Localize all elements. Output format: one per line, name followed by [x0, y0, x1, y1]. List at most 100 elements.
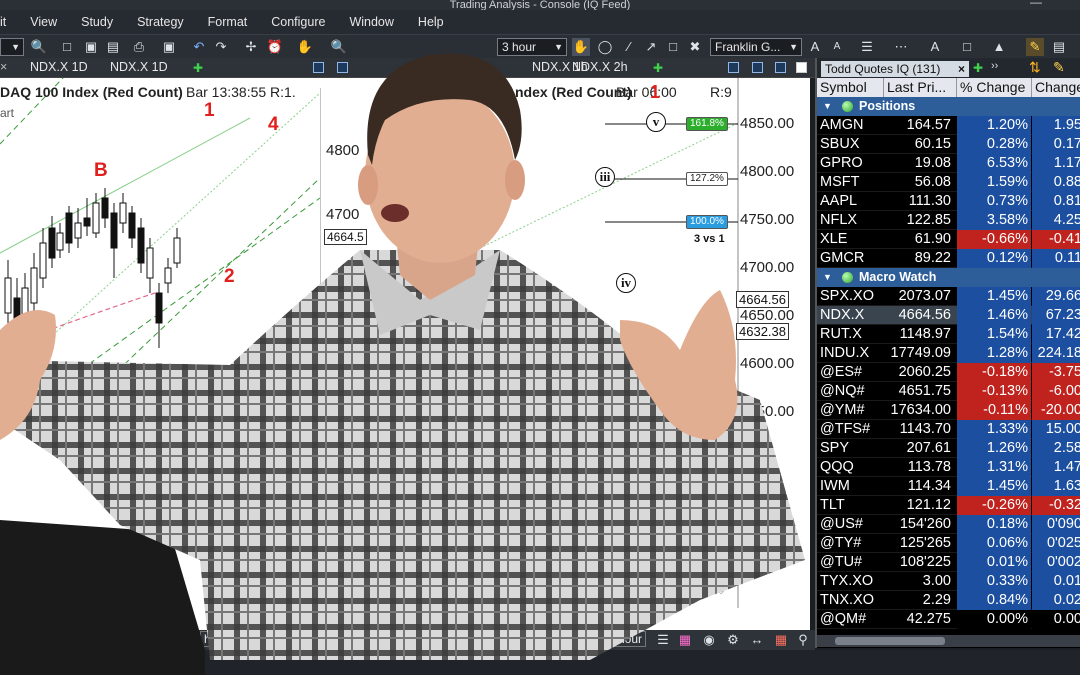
- ellipse-icon[interactable]: ◯: [597, 39, 613, 54]
- scroll-arrows-icon[interactable]: ⇧⇩: [706, 583, 727, 597]
- chart-ndx-hourly[interactable]: ndex (Red Count) Bar 06:00 R:9 1 v iii i…: [320, 78, 810, 630]
- crosshair-icon[interactable]: ✢: [245, 39, 257, 54]
- quote-group-0[interactable]: ▼Positions: [817, 97, 1080, 116]
- eye-icon[interactable]: ◉: [703, 632, 715, 647]
- menu-window[interactable]: Window: [349, 15, 394, 29]
- print-icon[interactable]: ⎙: [133, 39, 145, 54]
- font-grow-icon[interactable]: A: [810, 39, 820, 54]
- collapse-icon[interactable]: ▼: [823, 101, 832, 111]
- zoom-icon[interactable]: 🔍: [330, 39, 348, 54]
- tab-ndx-1d-b[interactable]: NDX.X 1D: [110, 60, 168, 74]
- settings-icon[interactable]: ⚙: [727, 632, 739, 647]
- font-shrink-icon[interactable]: A: [833, 41, 841, 52]
- menu-format[interactable]: Format: [207, 15, 248, 29]
- menu-view[interactable]: View: [30, 15, 58, 29]
- arrow-tool-icon[interactable]: ↗: [645, 39, 657, 54]
- window-icon-2[interactable]: [728, 62, 739, 73]
- chart-right-bar-size[interactable]: 1 hour: [604, 631, 647, 647]
- list-icon[interactable]: ☰: [657, 632, 669, 647]
- save-as-icon[interactable]: ▤: [106, 39, 120, 54]
- minimize-icon[interactable]: —: [1030, 0, 1042, 9]
- quotes-menu-icon[interactable]: ››: [991, 60, 999, 72]
- quotes-link-icon[interactable]: ✚: [973, 61, 984, 75]
- pan-icon[interactable]: ✋: [572, 38, 590, 56]
- chart-ndx-daily[interactable]: DAQ 100 Index (Red Count) Bar 13:38:55 R…: [0, 78, 320, 630]
- calendar-icon[interactable]: ▦: [774, 632, 788, 647]
- chart-left-bar-size[interactable]: hour: [200, 631, 233, 647]
- tab-ndx-2h[interactable]: NDX.X 2h: [572, 60, 628, 74]
- menu-configure[interactable]: Configure: [271, 15, 326, 29]
- menu-study[interactable]: Study: [81, 15, 114, 29]
- quote-row[interactable]: @NQ#4651.75-0.13%-6.00: [817, 382, 1080, 401]
- quote-row[interactable]: @ES#2060.25-0.18%-3.75: [817, 363, 1080, 382]
- tab-ndx-1h[interactable]: NDX.X 1h: [532, 60, 588, 74]
- col-header-change[interactable]: Change: [1032, 78, 1080, 97]
- line-weight-icon[interactable]: ☰: [861, 39, 873, 54]
- delete-icon[interactable]: ✖: [689, 39, 701, 54]
- quotes-refresh-icon[interactable]: ⇅: [1029, 59, 1041, 75]
- save-icon[interactable]: ▣: [84, 39, 98, 54]
- col-header-pct[interactable]: % Change: [957, 78, 1032, 97]
- quotes-close-icon[interactable]: ×: [957, 62, 965, 76]
- compare-icon[interactable]: ↔: [750, 632, 764, 647]
- window-icon[interactable]: [313, 62, 324, 73]
- menu-edit[interactable]: it: [0, 15, 7, 29]
- undo-icon[interactable]: ↶: [193, 39, 205, 54]
- quotes-scroll-thumb[interactable]: [835, 637, 945, 645]
- study-icon[interactable]: ▦: [678, 632, 692, 647]
- menu-strategy[interactable]: Strategy: [137, 15, 184, 29]
- link-icon[interactable]: ✚: [193, 61, 204, 75]
- alarm-icon[interactable]: ⏰: [266, 39, 284, 54]
- collapse-icon[interactable]: ▼: [823, 272, 832, 282]
- maximize-icon[interactable]: [796, 62, 807, 73]
- link-icon-2[interactable]: ✚: [653, 61, 664, 75]
- tab-close-icon[interactable]: ×: [0, 60, 8, 74]
- new-icon[interactable]: □: [63, 39, 71, 54]
- quote-group-1[interactable]: ▼Macro Watch: [817, 268, 1080, 287]
- tab-ndx-1d-a[interactable]: NDX.X 1D: [30, 60, 88, 74]
- quote-row[interactable]: @YM#17634.00-0.11%-20.00: [817, 401, 1080, 420]
- quotes-scrollbar[interactable]: [817, 635, 1080, 647]
- menu-help[interactable]: Help: [417, 15, 444, 29]
- fill-icon[interactable]: ▲: [992, 39, 1006, 54]
- bar-size-select[interactable]: 3 hour▼: [497, 38, 567, 56]
- zoom-fit-icon[interactable]: ⚲: [798, 632, 808, 647]
- quotes-edit-icon[interactable]: ✎: [1053, 59, 1065, 75]
- workspace-select[interactable]: ▼: [0, 38, 24, 56]
- rectangle-icon[interactable]: □: [669, 39, 677, 54]
- font-select[interactable]: Franklin G...▼: [710, 38, 802, 56]
- quotes-title[interactable]: Todd Quotes IQ (131) ×: [821, 61, 969, 77]
- restore-icon[interactable]: [775, 62, 786, 73]
- parallel-lines-icon[interactable]: ∕: [627, 39, 631, 54]
- camera-icon[interactable]: ▣: [162, 39, 176, 54]
- pencil-icon[interactable]: ✎: [1026, 38, 1044, 56]
- hand-icon[interactable]: ✋: [296, 39, 314, 54]
- grid-icon-2[interactable]: [752, 62, 763, 73]
- col-header-symbol[interactable]: Symbol: [817, 78, 884, 97]
- border-icon[interactable]: □: [963, 39, 971, 54]
- grid-icon[interactable]: [337, 62, 348, 73]
- chat-icon[interactable]: ▤: [1052, 39, 1066, 54]
